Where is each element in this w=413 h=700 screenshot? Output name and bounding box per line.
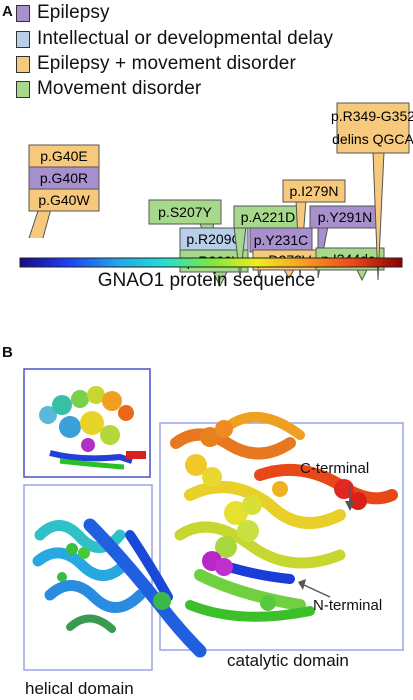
catalytic-spheres: [153, 420, 367, 611]
legend-item-epilepsy: Epilepsy: [16, 1, 110, 25]
legend-swatch-epilepsy-movement: [16, 55, 30, 73]
legend-item-movement: Movement disorder: [16, 77, 201, 101]
pointer-i344del: [355, 267, 369, 282]
variant-label-g40e: p.G40E: [40, 148, 87, 164]
legend-item-epilepsy-movement: Epilepsy + movement disorder: [16, 52, 296, 76]
variant-label-g40w: p.G40W: [38, 192, 90, 208]
helical-domain-label: helical domain: [25, 679, 134, 698]
helical-ribbons: [32, 518, 207, 658]
variant-label-s207y: p.S207Y: [158, 204, 212, 220]
protein-sequence-bar: [19, 257, 403, 268]
pointer-a221d: [233, 225, 247, 279]
legend-label-intellectual-delay: Intellectual or developmental delay: [37, 28, 334, 49]
variant-label-y231c: p.Y231C: [254, 232, 308, 248]
variant-box-g40w: [28, 188, 100, 212]
variant-map: p.G40E p.G40R p.G40W p.S207Y p.R209C p.R…: [19, 102, 413, 288]
variant-box-i279n: [282, 179, 346, 203]
variant-box-r349: [336, 102, 410, 154]
variant-label-i279n: p.I279N: [289, 183, 338, 199]
legend-swatch-intellectual-delay: [16, 30, 30, 48]
protein-structure: [23, 368, 404, 671]
catalytic-domain-label: catalytic domain: [227, 651, 349, 670]
variant-box-y231c: [249, 227, 313, 253]
variant-label-a221d: p.A221D: [241, 209, 295, 225]
legend-swatch-movement: [16, 80, 30, 98]
legend-item-intellectual-delay: Intellectual or developmental delay: [16, 27, 333, 51]
catalytic-ribbons: [170, 412, 398, 622]
variant-label-r349: p.R349-G352: [331, 108, 413, 124]
pointer-r209v: [211, 269, 229, 288]
c-terminal-label: C-terminal: [300, 460, 370, 477]
panel-a-letter: A: [2, 3, 13, 20]
legend-label-epilepsy: Epilepsy: [37, 2, 110, 23]
variant-label-delins: delins QGCA: [332, 131, 413, 147]
inset-structure: [39, 386, 146, 470]
variant-label-g40r: p.G40R: [40, 170, 88, 186]
axis-label: GNAO1 protein sequence: [97, 270, 316, 291]
legend-label-epilepsy-movement: Epilepsy + movement disorder: [37, 53, 296, 74]
n-terminal-arrow: [303, 584, 331, 598]
legend-label-movement: Movement disorder: [37, 78, 202, 99]
variant-label-y291n: p.Y291N: [318, 209, 372, 225]
panel-b-letter: B: [2, 344, 13, 361]
variant-box-s207y: [148, 199, 222, 225]
pointer-r349: [372, 151, 385, 281]
legend-swatch-epilepsy: [16, 4, 30, 22]
variant-label-r209c: p.R209C: [186, 231, 241, 247]
n-terminal-label: N-terminal: [313, 597, 383, 614]
